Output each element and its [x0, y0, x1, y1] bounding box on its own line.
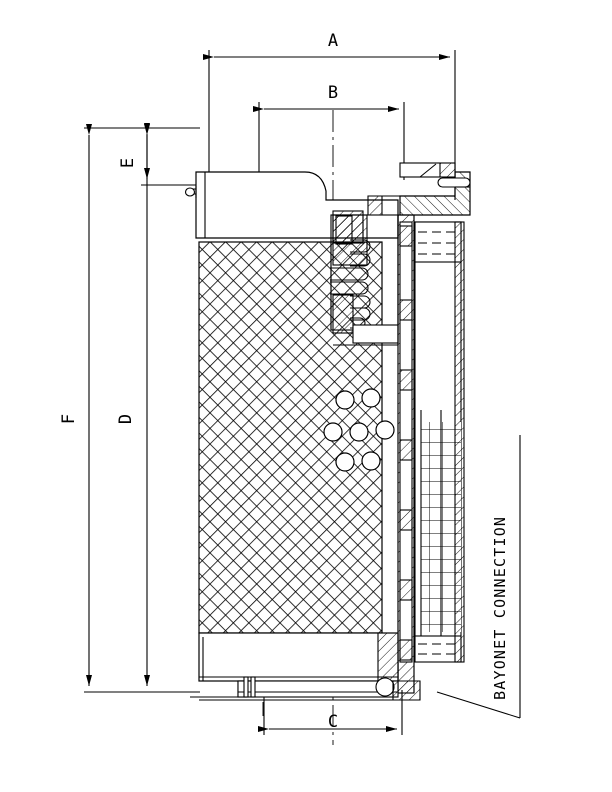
- dimension-b: B: [253, 83, 405, 180]
- bottom-centermarks: [262, 702, 403, 716]
- head-flange: [367, 162, 471, 216]
- dimension-e: E: [118, 123, 200, 186]
- dimension-d-label: D: [116, 414, 136, 424]
- perforated-core-tube: [414, 221, 465, 663]
- bottom-end-cap: [198, 632, 399, 682]
- valve-spring-detail: [330, 214, 399, 346]
- bayonet-connection-annotation: BAYONET CONNECTION: [436, 435, 521, 719]
- spacer-segments: [399, 221, 413, 663]
- perforation-holes: [323, 388, 395, 472]
- dimension-f: F: [59, 124, 200, 693]
- dimension-b-label: B: [328, 83, 338, 103]
- dimension-e-label: E: [118, 158, 138, 168]
- bayonet-spigot: [190, 676, 421, 701]
- dimension-f-label: F: [59, 414, 79, 424]
- dimension-d: D: [116, 124, 200, 693]
- bayonet-connection-label: BAYONET CONNECTION: [491, 516, 509, 700]
- dimension-a-label: A: [328, 31, 338, 51]
